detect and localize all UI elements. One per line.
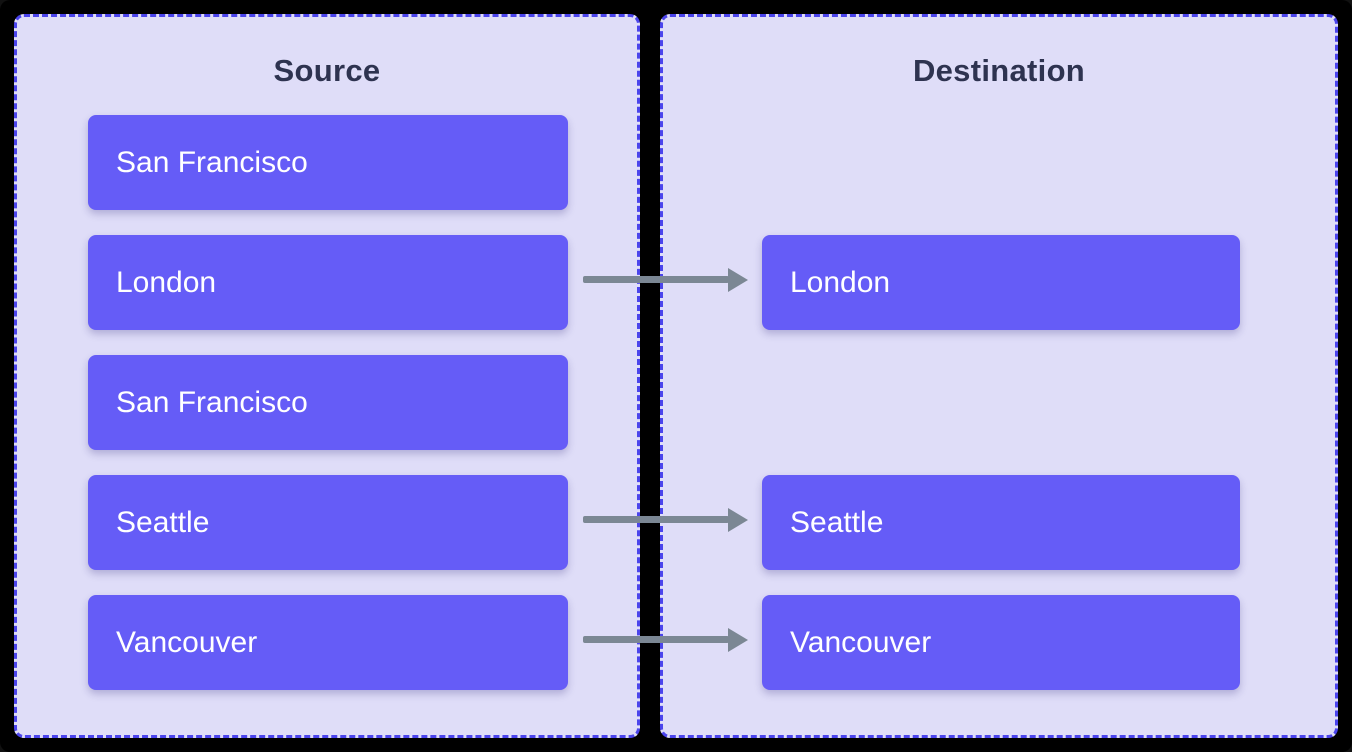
- destination-item-london[interactable]: London: [762, 235, 1240, 330]
- source-panel-title: Source: [273, 53, 381, 88]
- destination-item-seattle[interactable]: Seattle: [762, 475, 1240, 570]
- mapping-arrow-seattle-icon: [583, 507, 748, 532]
- mapping-arrow-vancouver-icon: [583, 627, 748, 652]
- source-item-seattle[interactable]: Seattle: [88, 475, 568, 570]
- source-item-vancouver[interactable]: Vancouver: [88, 595, 568, 690]
- source-item-london[interactable]: London: [88, 235, 568, 330]
- mapping-arrow-london-icon: [583, 267, 748, 292]
- source-item-san-francisco-2[interactable]: San Francisco: [88, 355, 568, 450]
- destination-panel[interactable]: Destination London Seattle Vancouver: [660, 14, 1338, 738]
- source-item-san-francisco-1[interactable]: San Francisco: [88, 115, 568, 210]
- destination-item-vancouver[interactable]: Vancouver: [762, 595, 1240, 690]
- source-panel[interactable]: Source San Francisco London San Francisc…: [14, 14, 640, 738]
- destination-panel-title: Destination: [912, 53, 1086, 88]
